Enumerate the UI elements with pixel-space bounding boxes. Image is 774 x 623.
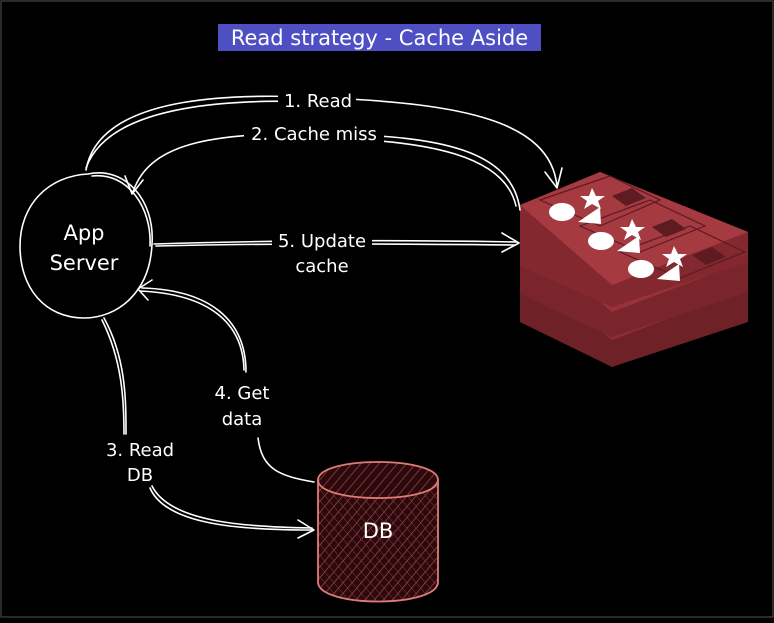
edge-read-db-line-top <box>103 317 127 435</box>
cache-shapes-row2 <box>588 219 686 253</box>
edge-update-cache-label-line1: 5. Update <box>278 231 366 252</box>
edge-read: 1. Read <box>85 88 563 189</box>
edge-read-db-line-bottom <box>149 487 313 531</box>
edge-get-data-line-bottom <box>257 437 315 483</box>
edge-cache-miss-arrowhead <box>124 175 144 195</box>
edge-read-db-label-line2: DB <box>127 465 153 486</box>
diagram-title: Read strategy - Cache Aside <box>218 24 541 51</box>
edge-get-data: 4. Get data <box>137 279 315 483</box>
edge-read-label: 1. Read <box>284 91 352 112</box>
edge-cache-miss: 2. Cache miss <box>124 121 521 211</box>
app-server-node: App Server <box>19 172 153 319</box>
edge-update-cache: 5. Update cache <box>153 228 520 277</box>
edge-update-cache-arrowhead <box>501 232 520 253</box>
edge-cache-miss-label: 2. Cache miss <box>251 124 377 145</box>
edge-read-db-label-line1: 3. Read <box>106 440 174 461</box>
redis-cache-icon <box>520 172 748 367</box>
title-highlight <box>218 24 541 51</box>
edge-get-data-arrowhead <box>137 279 153 301</box>
edge-read-db: 3. Read DB <box>101 317 315 539</box>
edge-get-data-line-top <box>141 287 247 373</box>
title-text: Read strategy - Cache Aside <box>231 26 528 50</box>
db-node: DB <box>317 461 439 603</box>
app-server-sketch <box>91 175 151 247</box>
db-label: DB <box>363 519 394 543</box>
cache-shapes-row3 <box>628 246 726 281</box>
app-server-label-line1: App <box>63 221 104 245</box>
app-server-label-line2: Server <box>50 251 119 275</box>
edge-cache-miss-line <box>132 132 521 211</box>
cache-shapes-row1 <box>549 188 646 224</box>
db-body-outline <box>317 480 439 603</box>
edge-read-db-arrowhead <box>297 519 315 539</box>
edge-get-data-label-line1: 4. Get <box>215 383 270 404</box>
edge-update-cache-label-line2: cache <box>295 256 348 277</box>
edge-get-data-label-line2: data <box>222 409 263 430</box>
app-server-circle <box>19 172 153 319</box>
edge-read-arrowhead <box>544 167 563 189</box>
